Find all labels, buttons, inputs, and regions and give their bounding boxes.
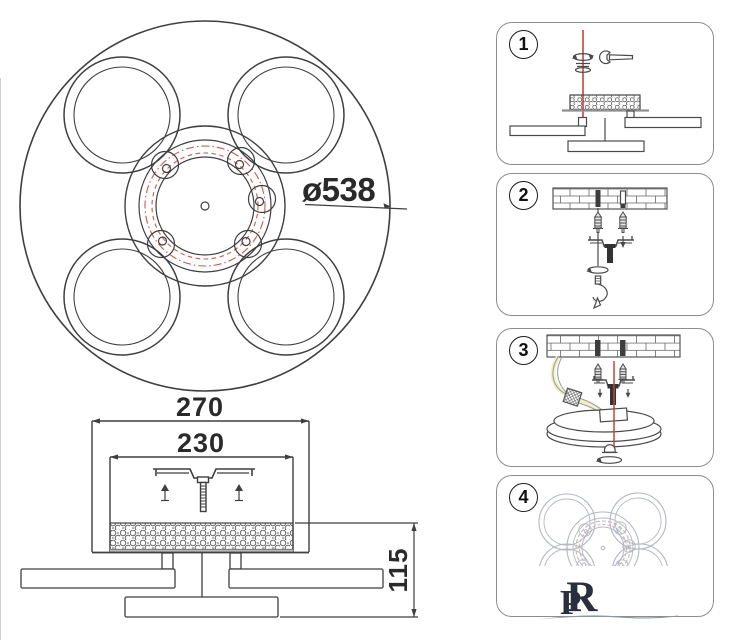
step-number-4: 4 [509, 483, 538, 512]
height-label: 115 [383, 548, 413, 593]
inner-width-label: 230 [177, 428, 225, 458]
scan-edge-line [0, 78, 1, 640]
bracket-screws [597, 389, 631, 398]
rod-rotation-icon [586, 266, 609, 274]
step-number-3: 3 [509, 336, 538, 365]
logo-letters: PR [560, 576, 597, 622]
mounting-bolt [196, 476, 210, 513]
anchor-in-ceiling-left [595, 190, 601, 207]
honeycomb-band [109, 522, 294, 551]
diameter-leader-line [304, 203, 408, 210]
mounting-bracket [153, 468, 255, 479]
insert-arrow-icon [620, 236, 626, 248]
dimension-115 [280, 522, 418, 618]
logo-letter-r: R [566, 574, 598, 621]
diameter-dimension-label: ø538 [302, 171, 375, 208]
anchor-right [620, 340, 626, 356]
honeycomb-plate [569, 94, 641, 111]
ceiling-bricks [552, 187, 668, 210]
bolt-bosses [146, 146, 277, 259]
expansion-anchor-right [617, 211, 629, 234]
ceiling-bricks [546, 334, 681, 358]
assembled-lamp-top-view [538, 492, 668, 566]
step-1-illustration [509, 30, 702, 153]
step-panel-4: 4 [496, 475, 714, 617]
lamp-ring-top-right [227, 56, 345, 174]
expansion-anchor-left [592, 211, 604, 234]
step-2-illustration [552, 187, 668, 310]
brand-logo: PR [538, 576, 678, 626]
lamp-ring-top-left [63, 56, 181, 174]
step-panel-1: 1 [496, 22, 714, 165]
step-number-1: 1 [509, 30, 538, 59]
logo-swoosh [538, 615, 678, 620]
bolt-dark [607, 384, 619, 405]
mount-circle-dashdot [144, 145, 266, 267]
step-number-2: 2 [509, 181, 538, 210]
lamp-arms-small [509, 110, 702, 153]
nut-rotation-icon [572, 52, 594, 73]
base-plate [110, 549, 293, 553]
central-hub [124, 125, 286, 287]
side-view-drawing: 270 230 115 [20, 392, 418, 618]
lamp-ring-bottom-right [227, 238, 345, 356]
outer-width-label: 270 [176, 392, 224, 422]
center-hole [200, 201, 210, 211]
logo-letter-p: P [560, 583, 582, 622]
lamp-ring-bottom-left [63, 238, 181, 356]
ceiling-hook-icon [592, 275, 608, 310]
mount-circle-dashed [151, 152, 259, 260]
fixing-screws [161, 484, 243, 502]
step-3-illustration [546, 334, 681, 464]
anchor-left [595, 340, 601, 356]
anchor-in-ceiling-right [619, 190, 627, 208]
top-view-drawing: ø538 [19, 20, 408, 392]
decorative-nut-icon [596, 444, 623, 464]
wrench-icon [598, 50, 634, 65]
step-panel-3: 3 [496, 328, 714, 467]
step-4-illustration [538, 492, 668, 566]
wire-connector-block [562, 387, 583, 407]
mounting-bracket-small [592, 376, 635, 387]
lamp-canopy [546, 407, 662, 448]
outer-diameter-circle [19, 20, 391, 392]
dimension-270 [91, 418, 310, 552]
step-panel-2: 2 [496, 173, 714, 316]
bolt-dark [604, 244, 616, 263]
lamp-arms-side [20, 552, 384, 618]
